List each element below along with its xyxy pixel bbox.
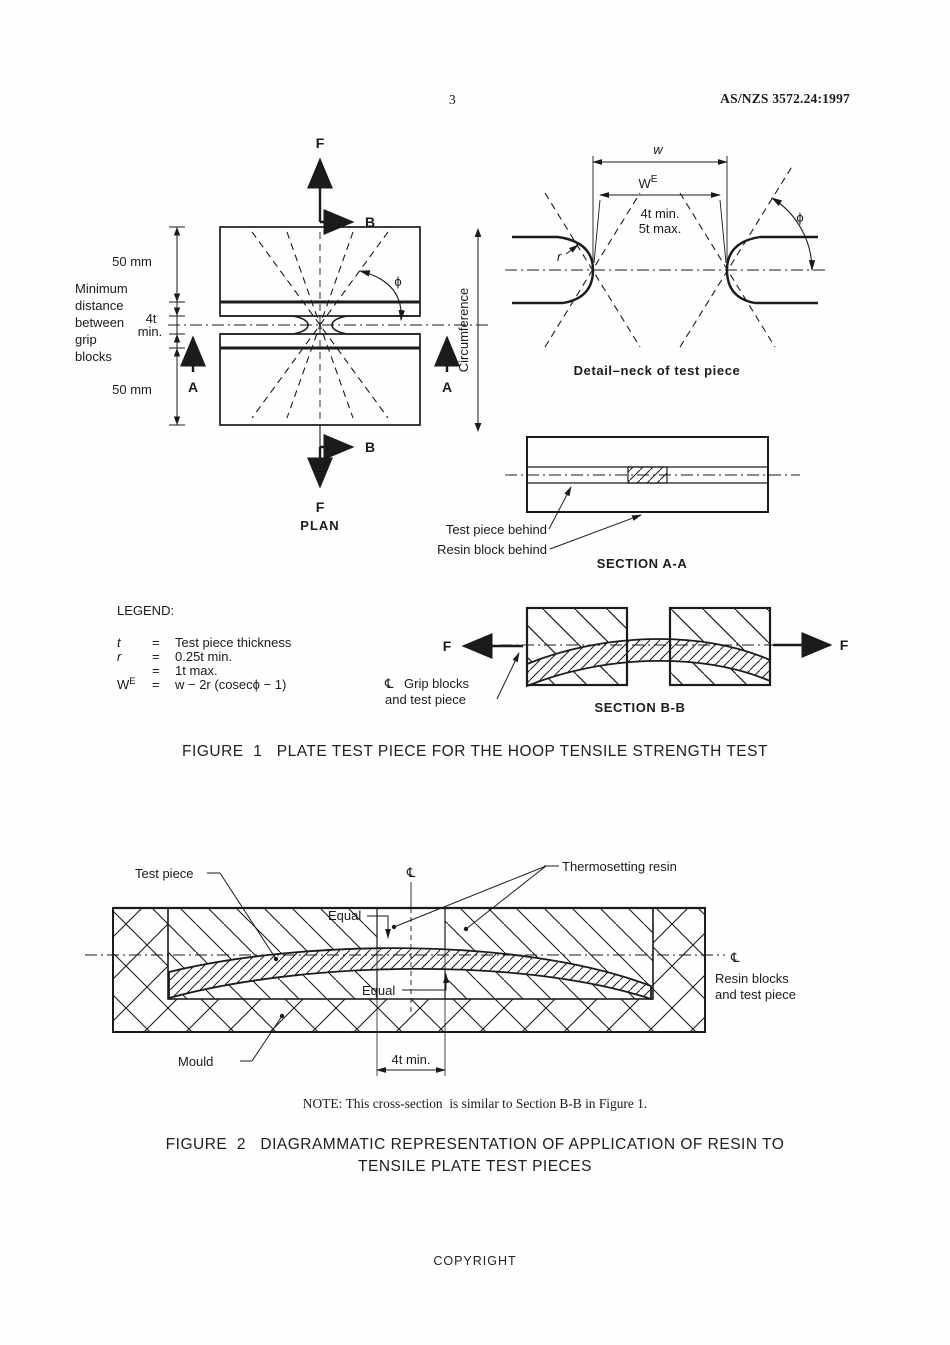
grip-note: Minimum distance between grip blocks	[75, 281, 128, 364]
section-b-label-bottom: B	[365, 439, 375, 455]
resin-blocks-label-line2: and test piece	[715, 987, 796, 1002]
svg-text:grip: grip	[75, 332, 97, 347]
legend-val-1: Test piece thickness	[175, 635, 292, 650]
plan-view: F B ϕ A A	[75, 135, 488, 533]
fig2-centerline-symbol-top: ℄	[406, 866, 416, 881]
fig2-centerline-symbol-right: ℄	[730, 951, 740, 966]
figure1-caption: FIGURE 1 PLATE TEST PIECE FOR THE HOOP T…	[182, 743, 768, 760]
grip-blocks-label-line2: and test piece	[385, 692, 466, 707]
mould-label: Mould	[178, 1054, 213, 1069]
legend-val-4: w − 2r (cosecϕ − 1)	[174, 677, 286, 692]
dim-50mm-bottom: 50 mm	[112, 382, 152, 397]
resin-block-behind-leader	[549, 514, 642, 550]
legend-title: LEGEND:	[117, 603, 174, 618]
grip-block-left	[525, 606, 629, 687]
detail-angle-arc	[771, 197, 816, 272]
section-aa-view: Test piece behind Resin block behind SEC…	[437, 436, 800, 571]
thermo-leader-2	[465, 865, 547, 930]
force-label-right: F	[840, 637, 849, 653]
section-b-label-top: B	[365, 214, 375, 230]
figure2-drawing: ℄ ℄ Test piece Thermosetting resin Equal…	[85, 859, 796, 1076]
page-number: 3	[449, 92, 456, 107]
svg-text:between: between	[75, 315, 124, 330]
figure1-drawing: F B ϕ A A	[75, 135, 849, 715]
section-aa-caption: SECTION A-A	[597, 556, 688, 571]
force-label-bottom: F	[316, 499, 325, 515]
grip-block-right	[668, 606, 772, 687]
legend: LEGEND: t = Test piece thickness r = 0.2…	[117, 603, 292, 692]
neck-width-line2: 5t max.	[639, 221, 682, 236]
section-aa-block	[526, 436, 769, 513]
plan-caption: PLAN	[300, 518, 339, 533]
figure2-caption-line2: TENSILE PLATE TEST PIECES	[358, 1158, 592, 1175]
equal-bottom-label: Equal	[362, 983, 395, 998]
section-a-label-left: A	[188, 379, 198, 395]
legend-sym-t: t	[117, 635, 122, 650]
thermo-leader-dot-1	[391, 924, 397, 930]
angle-arc	[358, 270, 405, 322]
legend-eq-2: =	[152, 649, 160, 664]
thermosetting-resin-label: Thermosetting resin	[562, 859, 677, 874]
svg-text:distance: distance	[75, 298, 123, 313]
mould-leader-dot	[279, 1013, 285, 1019]
legend-eq-1: =	[152, 635, 160, 650]
legend-eq-3: =	[152, 663, 160, 678]
mould-assembly	[112, 906, 706, 1033]
test-piece-behind-leader	[548, 486, 572, 530]
section-bb-caption: SECTION B-B	[594, 700, 685, 715]
legend-val-2: 0.25t min.	[175, 649, 232, 664]
neck-width-line1: 4t min.	[640, 206, 679, 221]
legend-sym-we: WE	[117, 676, 136, 692]
angle-label: ϕ	[394, 274, 401, 289]
test-piece-band2	[168, 947, 652, 1001]
detail-dashed-lines	[544, 164, 794, 348]
winding-angle-lines	[251, 231, 389, 419]
radius-arrow	[565, 244, 579, 255]
test-piece-behind-label: Test piece behind	[446, 522, 547, 537]
dim-4t-line2: min.	[138, 324, 163, 339]
figure2-caption-line1: FIGURE 2 DIAGRAMMATIC REPRESENTATION OF …	[165, 1136, 785, 1153]
dim-we-label: WE	[639, 174, 658, 191]
dim-we: WE	[593, 174, 727, 264]
thermo-leader-1	[393, 865, 547, 928]
legend-eq-4: =	[152, 677, 160, 692]
detail-angle-label: ϕ	[796, 210, 803, 225]
centerline-symbol: ℄	[384, 677, 394, 692]
dim-4t-line1: 4t	[146, 311, 157, 326]
resin-block-behind-label: Resin block behind	[437, 542, 547, 557]
test-piece-label: Test piece	[135, 866, 194, 881]
left-dimension-chain	[169, 226, 185, 426]
legend-val-3: 1t max.	[175, 663, 218, 678]
section-bb-view: F F ℄ Grip blocks and test piece SECTION…	[384, 606, 849, 715]
grip-blocks-leader	[496, 652, 520, 700]
svg-text:Minimum: Minimum	[75, 281, 128, 296]
force-label-top: F	[316, 135, 325, 151]
copyright-notice: COPYRIGHT	[433, 1254, 517, 1268]
dim-w: w	[592, 142, 728, 262]
test-piece-leader-dot	[273, 956, 279, 962]
grip-blocks-label-line1: Grip blocks	[404, 676, 470, 691]
circumference-label: Circumference	[456, 288, 471, 373]
thermo-leader-dot-2	[463, 926, 469, 932]
dim-w-label: w	[653, 142, 664, 157]
standard-number: AS/NZS 3572.24:1997	[720, 91, 850, 106]
figure2-note: NOTE: This cross-section is similar to S…	[302, 1096, 648, 1111]
dim-4t-label: 4t min.	[391, 1052, 430, 1067]
equal-top-label: Equal	[328, 908, 361, 923]
equal-top-leader	[367, 915, 391, 939]
resin-blocks-label-line1: Resin blocks	[715, 971, 789, 986]
force-label-left: F	[443, 638, 452, 654]
detail-caption: Detail–neck of test piece	[574, 363, 741, 378]
test-piece-leader	[219, 872, 277, 960]
svg-text:blocks: blocks	[75, 349, 112, 364]
figure2-caption: FIGURE 2 DIAGRAMMATIC REPRESENTATION OF …	[0, 1134, 950, 1178]
legend-sym-r: r	[117, 649, 122, 664]
dim-4t-gap: 4t min.	[376, 936, 446, 1076]
dim-50mm-top: 50 mm	[112, 254, 152, 269]
radius-label: r	[557, 249, 562, 264]
detail-neck-view: w WE 4t min. 5t max. r ϕ Detail–neck of …	[505, 142, 828, 378]
section-a-label-right: A	[442, 379, 452, 395]
equal-bottom-leader	[402, 973, 449, 991]
mould-leader	[251, 1015, 283, 1062]
